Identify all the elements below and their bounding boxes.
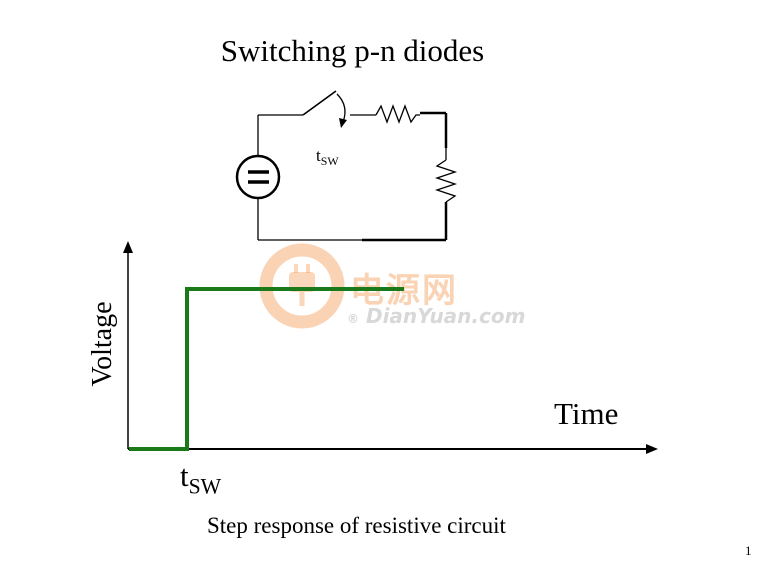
resistor-right bbox=[434, 159, 458, 203]
page-number: 1 bbox=[745, 543, 752, 558]
step-response-line bbox=[129, 287, 404, 451]
y-axis-label: Voltage bbox=[87, 301, 118, 387]
y-axis-arrowhead bbox=[123, 241, 133, 253]
resistor-top bbox=[375, 104, 420, 124]
graph-caption: Step response of resistive circuit bbox=[207, 513, 506, 538]
slide-title: Switching p-n diodes bbox=[220, 33, 485, 68]
x-axis-label: Time bbox=[554, 396, 619, 431]
x-axis-arrowhead bbox=[646, 444, 658, 454]
switch-time-tick-label: tSW bbox=[180, 458, 222, 499]
switch-blade bbox=[302, 90, 337, 116]
watermark-english: ® DianYuan.com bbox=[347, 304, 526, 328]
switch-time-label: tSW bbox=[316, 146, 339, 169]
